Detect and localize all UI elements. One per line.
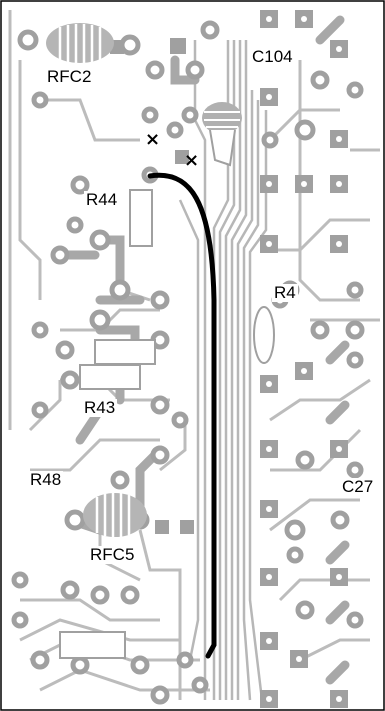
inductor-rfc5 <box>83 493 147 537</box>
label-r4: R4 <box>272 283 298 302</box>
capacitor-c104 <box>202 102 242 167</box>
cut-mark-1: × <box>145 129 161 150</box>
right-traces <box>268 60 380 662</box>
label-c104: C104 <box>250 47 295 66</box>
label-c27: C27 <box>340 477 376 496</box>
label-r43: R43 <box>82 398 118 417</box>
label-rfc2: RFC2 <box>45 67 94 86</box>
jumper-wire <box>147 172 217 659</box>
label-rfc5: RFC5 <box>88 545 137 564</box>
label-r44: R44 <box>84 190 120 209</box>
resistor-outlines <box>59 189 275 659</box>
inductor-rfc2 <box>46 23 114 63</box>
square-pad-holes <box>266 16 342 702</box>
cut-mark-2: × <box>184 150 200 171</box>
label-r48: R48 <box>28 470 64 489</box>
